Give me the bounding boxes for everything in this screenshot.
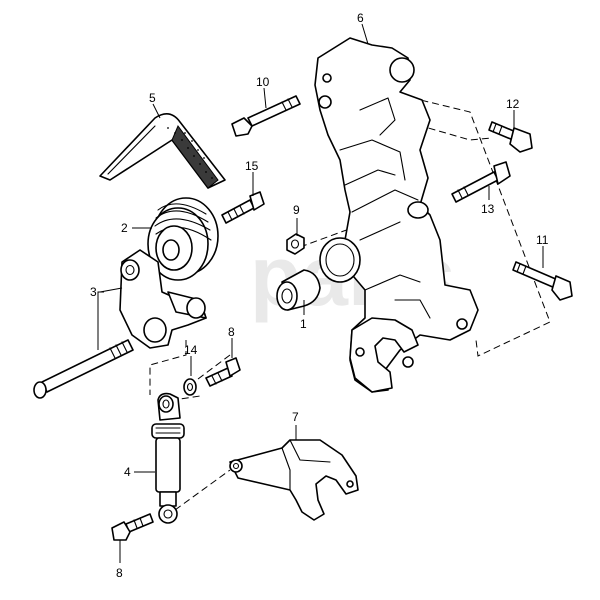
label-8-upper: 8 xyxy=(228,325,235,339)
long-bolt xyxy=(33,339,134,399)
label-11: 11 xyxy=(536,233,549,247)
pulley-part-2 xyxy=(147,197,219,281)
callouts: 5 6 10 12 15 13 9 2 11 3 1 8 14 7 4 8 xyxy=(90,11,549,580)
bolt-part-8-lower xyxy=(111,513,154,541)
damper-part-4 xyxy=(151,392,185,524)
nut-part-9 xyxy=(286,233,305,255)
belt-ribs xyxy=(167,127,213,179)
plate-part-7 xyxy=(229,439,359,521)
label-10: 10 xyxy=(256,75,270,89)
label-5: 5 xyxy=(149,91,156,105)
washer-part-14 xyxy=(183,378,197,396)
bolt-part-10 xyxy=(231,95,301,137)
label-9: 9 xyxy=(293,203,300,217)
label-4: 4 xyxy=(124,465,131,479)
label-6: 6 xyxy=(357,11,364,25)
label-12: 12 xyxy=(506,97,520,111)
label-14: 14 xyxy=(184,343,198,357)
label-2: 2 xyxy=(121,221,128,235)
bolt-part-13 xyxy=(451,161,511,203)
label-13: 13 xyxy=(481,202,495,216)
label-15: 15 xyxy=(245,159,259,173)
bolt-part-15 xyxy=(221,191,265,224)
label-7: 7 xyxy=(292,410,299,424)
label-1: 1 xyxy=(300,317,307,331)
ribbed-belt-part-5 xyxy=(99,113,226,189)
bolt-part-11 xyxy=(512,261,573,301)
label-3: 3 xyxy=(90,285,97,299)
bolt-part-12 xyxy=(488,121,533,153)
bushing-part-1 xyxy=(276,269,321,311)
label-8-lower: 8 xyxy=(116,566,123,580)
tensioner-arm-part-3 xyxy=(119,249,207,349)
bolt-part-8-upper xyxy=(205,357,241,387)
bracket-part-6 xyxy=(314,37,479,393)
